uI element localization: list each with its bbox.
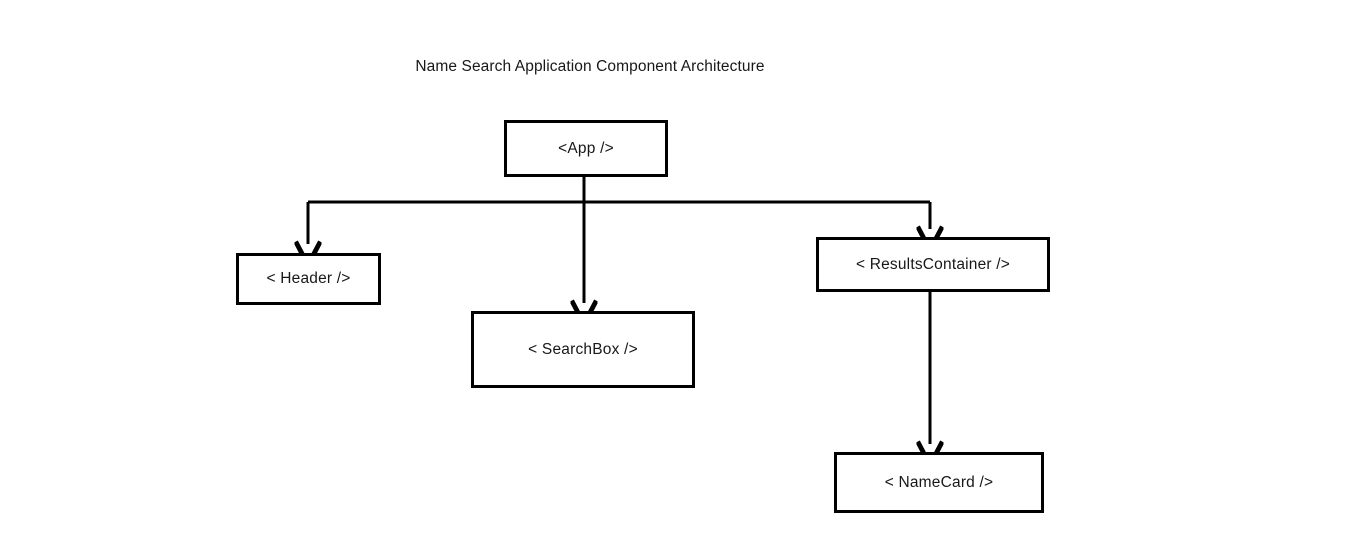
node-app[interactable]: <App /> (504, 120, 668, 177)
node-namecard[interactable]: < NameCard /> (834, 452, 1044, 513)
node-searchbox[interactable]: < SearchBox /> (471, 311, 695, 388)
node-searchbox-label: < SearchBox /> (528, 340, 638, 358)
node-app-label: <App /> (558, 139, 614, 157)
node-header-label: < Header /> (266, 270, 351, 287)
node-namecard-label: < NameCard /> (884, 473, 994, 491)
node-results-container-label: < ResultsContainer /> (855, 255, 1011, 273)
page-title: Name Search Application Component Archit… (415, 58, 765, 75)
node-results-container[interactable]: < ResultsContainer /> (816, 237, 1050, 292)
node-header[interactable]: < Header /> (236, 253, 381, 305)
